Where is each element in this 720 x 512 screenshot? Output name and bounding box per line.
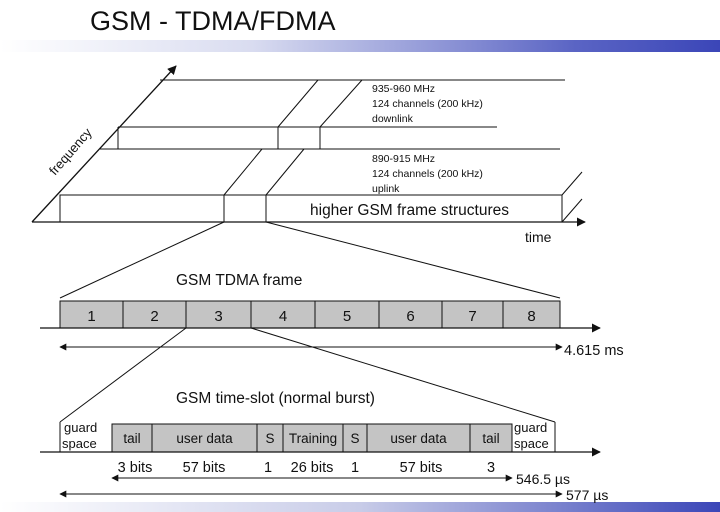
burst-field-s-left [256, 423, 284, 453]
burst-field-label-tail-right: tail [482, 431, 499, 446]
uplink-frequency-range: 890-915 MHz [372, 153, 435, 165]
time-axis-label: time [525, 229, 552, 245]
uplink-band-label: 890-915 MHz 124 channels (200 kHz) uplin… [372, 153, 483, 195]
tdma-zoom-lines [59, 221, 561, 299]
guard-space-left-2: space [62, 436, 97, 451]
downlink-label: downlink [372, 113, 414, 125]
bit-count-training: 26 bits [291, 460, 334, 476]
timeslot-title: GSM time-slot (normal burst) [176, 390, 375, 407]
uplink-band [59, 148, 583, 223]
burst-field-label-training: Training [289, 431, 337, 446]
tdma-slot-label-3: 3 [214, 308, 222, 325]
guard-space-left-1: guard [64, 420, 97, 435]
tdma-slot-2 [122, 300, 187, 329]
tdma-slot-8 [502, 300, 561, 329]
tdma-frame-title: GSM TDMA frame [176, 272, 302, 289]
higher-frame-structures-label: higher GSM frame structures [310, 202, 509, 219]
burst-duration: 546.5 µs [516, 471, 570, 487]
bit-count-user-data-left: 57 bits [183, 460, 226, 476]
time-slot: guard space guard space tail user data S Tr… [40, 420, 601, 498]
burst-field-tail-right [469, 423, 513, 453]
downlink-frequency-range: 935-960 MHz [372, 83, 435, 95]
timeslot-zoom-lines [59, 327, 556, 423]
tdma-slot-5 [314, 300, 380, 329]
bit-count-tail-right: 3 [487, 460, 495, 476]
bit-count-tail-left: 3 bits [118, 460, 153, 476]
guard-space-right-2: space [514, 436, 549, 451]
tdma-frame-duration: 4.615 ms [564, 343, 624, 359]
burst-field-label-user-data-left: user data [176, 431, 233, 446]
tdma-slot-label-7: 7 [468, 308, 476, 325]
slide-title: GSM - TDMA/FDMA [90, 6, 336, 36]
tdma-slot-6 [378, 300, 443, 329]
tdma-frame: 1 2 3 4 5 6 7 8 [40, 300, 601, 351]
tdma-slot-7 [441, 300, 504, 329]
downlink-channels: 124 channels (200 kHz) [372, 98, 483, 110]
guard-space-right-1: guard [514, 420, 547, 435]
tdma-slot-label-5: 5 [343, 308, 351, 325]
tdma-slot-label-6: 6 [406, 308, 414, 325]
frequency-axis [31, 65, 177, 223]
bit-count-s-left: 1 [264, 460, 272, 476]
tdma-slot-label-1: 1 [87, 308, 95, 325]
footer-bar [0, 502, 720, 512]
downlink-band-label: 935-960 MHz 124 channels (200 kHz) downl… [372, 83, 483, 125]
uplink-channels: 124 channels (200 kHz) [372, 168, 483, 180]
burst-field-label-s-right: S [350, 431, 359, 446]
tdma-slot-label-4: 4 [279, 308, 287, 325]
burst-field-label-s-left: S [265, 431, 274, 446]
burst-field-label-user-data-right: user data [390, 431, 447, 446]
bit-count-s-right: 1 [351, 460, 359, 476]
title-underline-bar [0, 40, 720, 52]
tdma-slot-label-2: 2 [150, 308, 158, 325]
burst-field-label-tail-left: tail [123, 431, 140, 446]
uplink-label: uplink [372, 183, 400, 195]
slot-duration: 577 µs [566, 487, 608, 503]
tdma-slot-label-8: 8 [527, 308, 535, 325]
frequency-axis-label: frequency [46, 125, 95, 178]
bit-count-user-data-right: 57 bits [400, 460, 443, 476]
downlink-band [117, 79, 565, 150]
burst-field-user-data-right [366, 423, 471, 453]
